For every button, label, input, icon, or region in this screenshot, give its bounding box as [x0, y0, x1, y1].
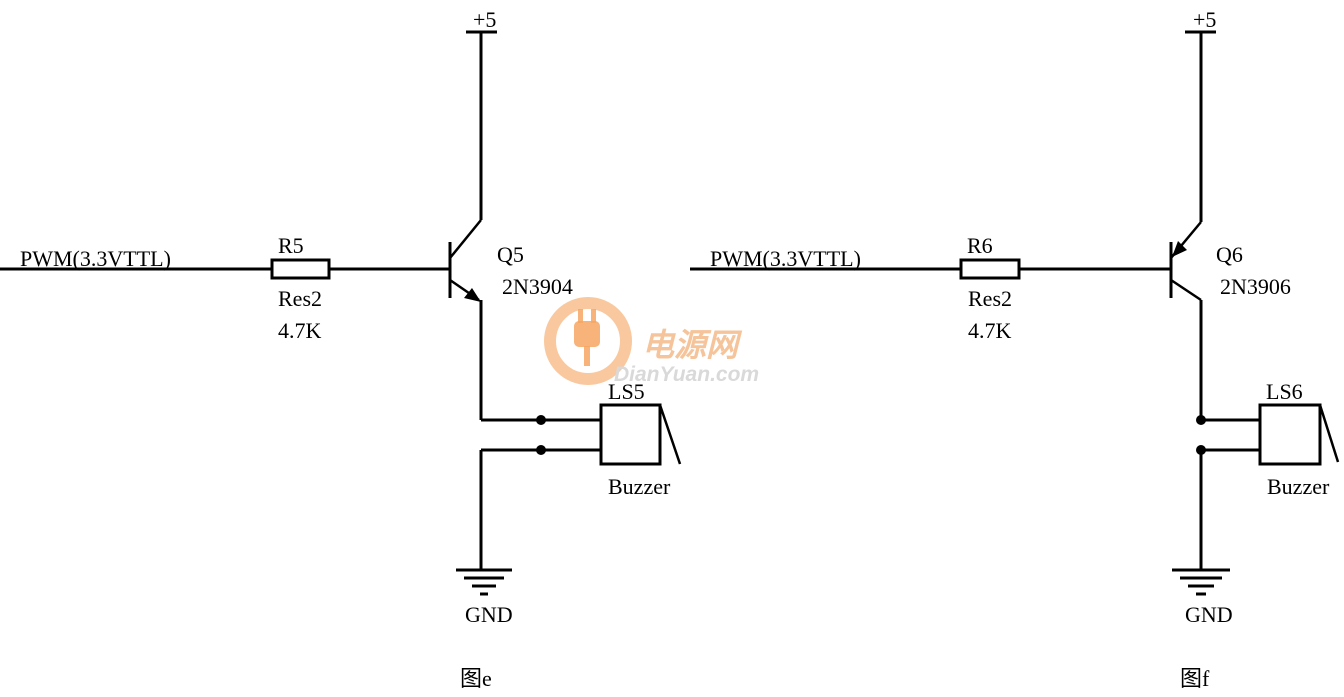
watermark-en-text: DianYuan.com: [614, 363, 759, 386]
junction-dot-e2: [536, 445, 546, 455]
circuit-f: +5 PWM(3.3VTTL) R6 Res2 4.7K Q6 2N3906 L…: [690, 7, 1340, 691]
resistor-value-e: 4.7K: [278, 318, 322, 343]
resistor-value-f: 4.7K: [968, 318, 1012, 343]
transistor-ref-f: Q6: [1216, 242, 1243, 267]
resistor-r6: [959, 258, 1021, 280]
resistor-type-e: Res2: [278, 286, 322, 311]
watermark: 电源网 DianYuan.com: [544, 297, 759, 386]
watermark-cn-text: 电源网: [642, 326, 743, 364]
buzzer-ls6-icon: [1258, 403, 1340, 466]
ground-symbol-f-icon: [1172, 568, 1230, 596]
buzzer-ref-e: LS5: [608, 379, 645, 404]
caption-e: 图e: [460, 666, 492, 691]
resistor-ref-f: R6: [967, 233, 993, 258]
ground-symbol-e-icon: [456, 568, 512, 596]
pnp-transistor-q6-icon: [1169, 221, 1202, 302]
resistor-r5: [270, 258, 331, 280]
caption-f: 图f: [1180, 666, 1210, 691]
ground-label-e: GND: [465, 602, 513, 627]
junction-dot-e1: [536, 415, 546, 425]
ground-label-f: GND: [1185, 602, 1233, 627]
transistor-part-f: 2N3906: [1220, 274, 1291, 299]
transistor-ref-e: Q5: [497, 242, 524, 267]
supply-label-f: +5: [1193, 7, 1216, 32]
resistor-type-f: Res2: [968, 286, 1012, 311]
input-label-f: PWM(3.3VTTL): [710, 246, 861, 271]
plug-logo-icon: [544, 297, 632, 385]
junction-dot-f1: [1196, 415, 1206, 425]
buzzer-ls5-icon: [599, 403, 682, 466]
npn-transistor-q5-icon: [448, 219, 482, 302]
supply-label-e: +5: [473, 7, 496, 32]
transistor-part-e: 2N3904: [502, 274, 573, 299]
buzzer-ref-f: LS6: [1266, 379, 1303, 404]
circuit-e: +5 PWM(3.3VTTL) R5 Res2 4.7K Q5 2N3904 L…: [0, 7, 682, 691]
resistor-ref-e: R5: [278, 233, 304, 258]
buzzer-name-e: Buzzer: [608, 474, 671, 499]
input-label-e: PWM(3.3VTTL): [20, 246, 171, 271]
buzzer-name-f: Buzzer: [1267, 474, 1330, 499]
